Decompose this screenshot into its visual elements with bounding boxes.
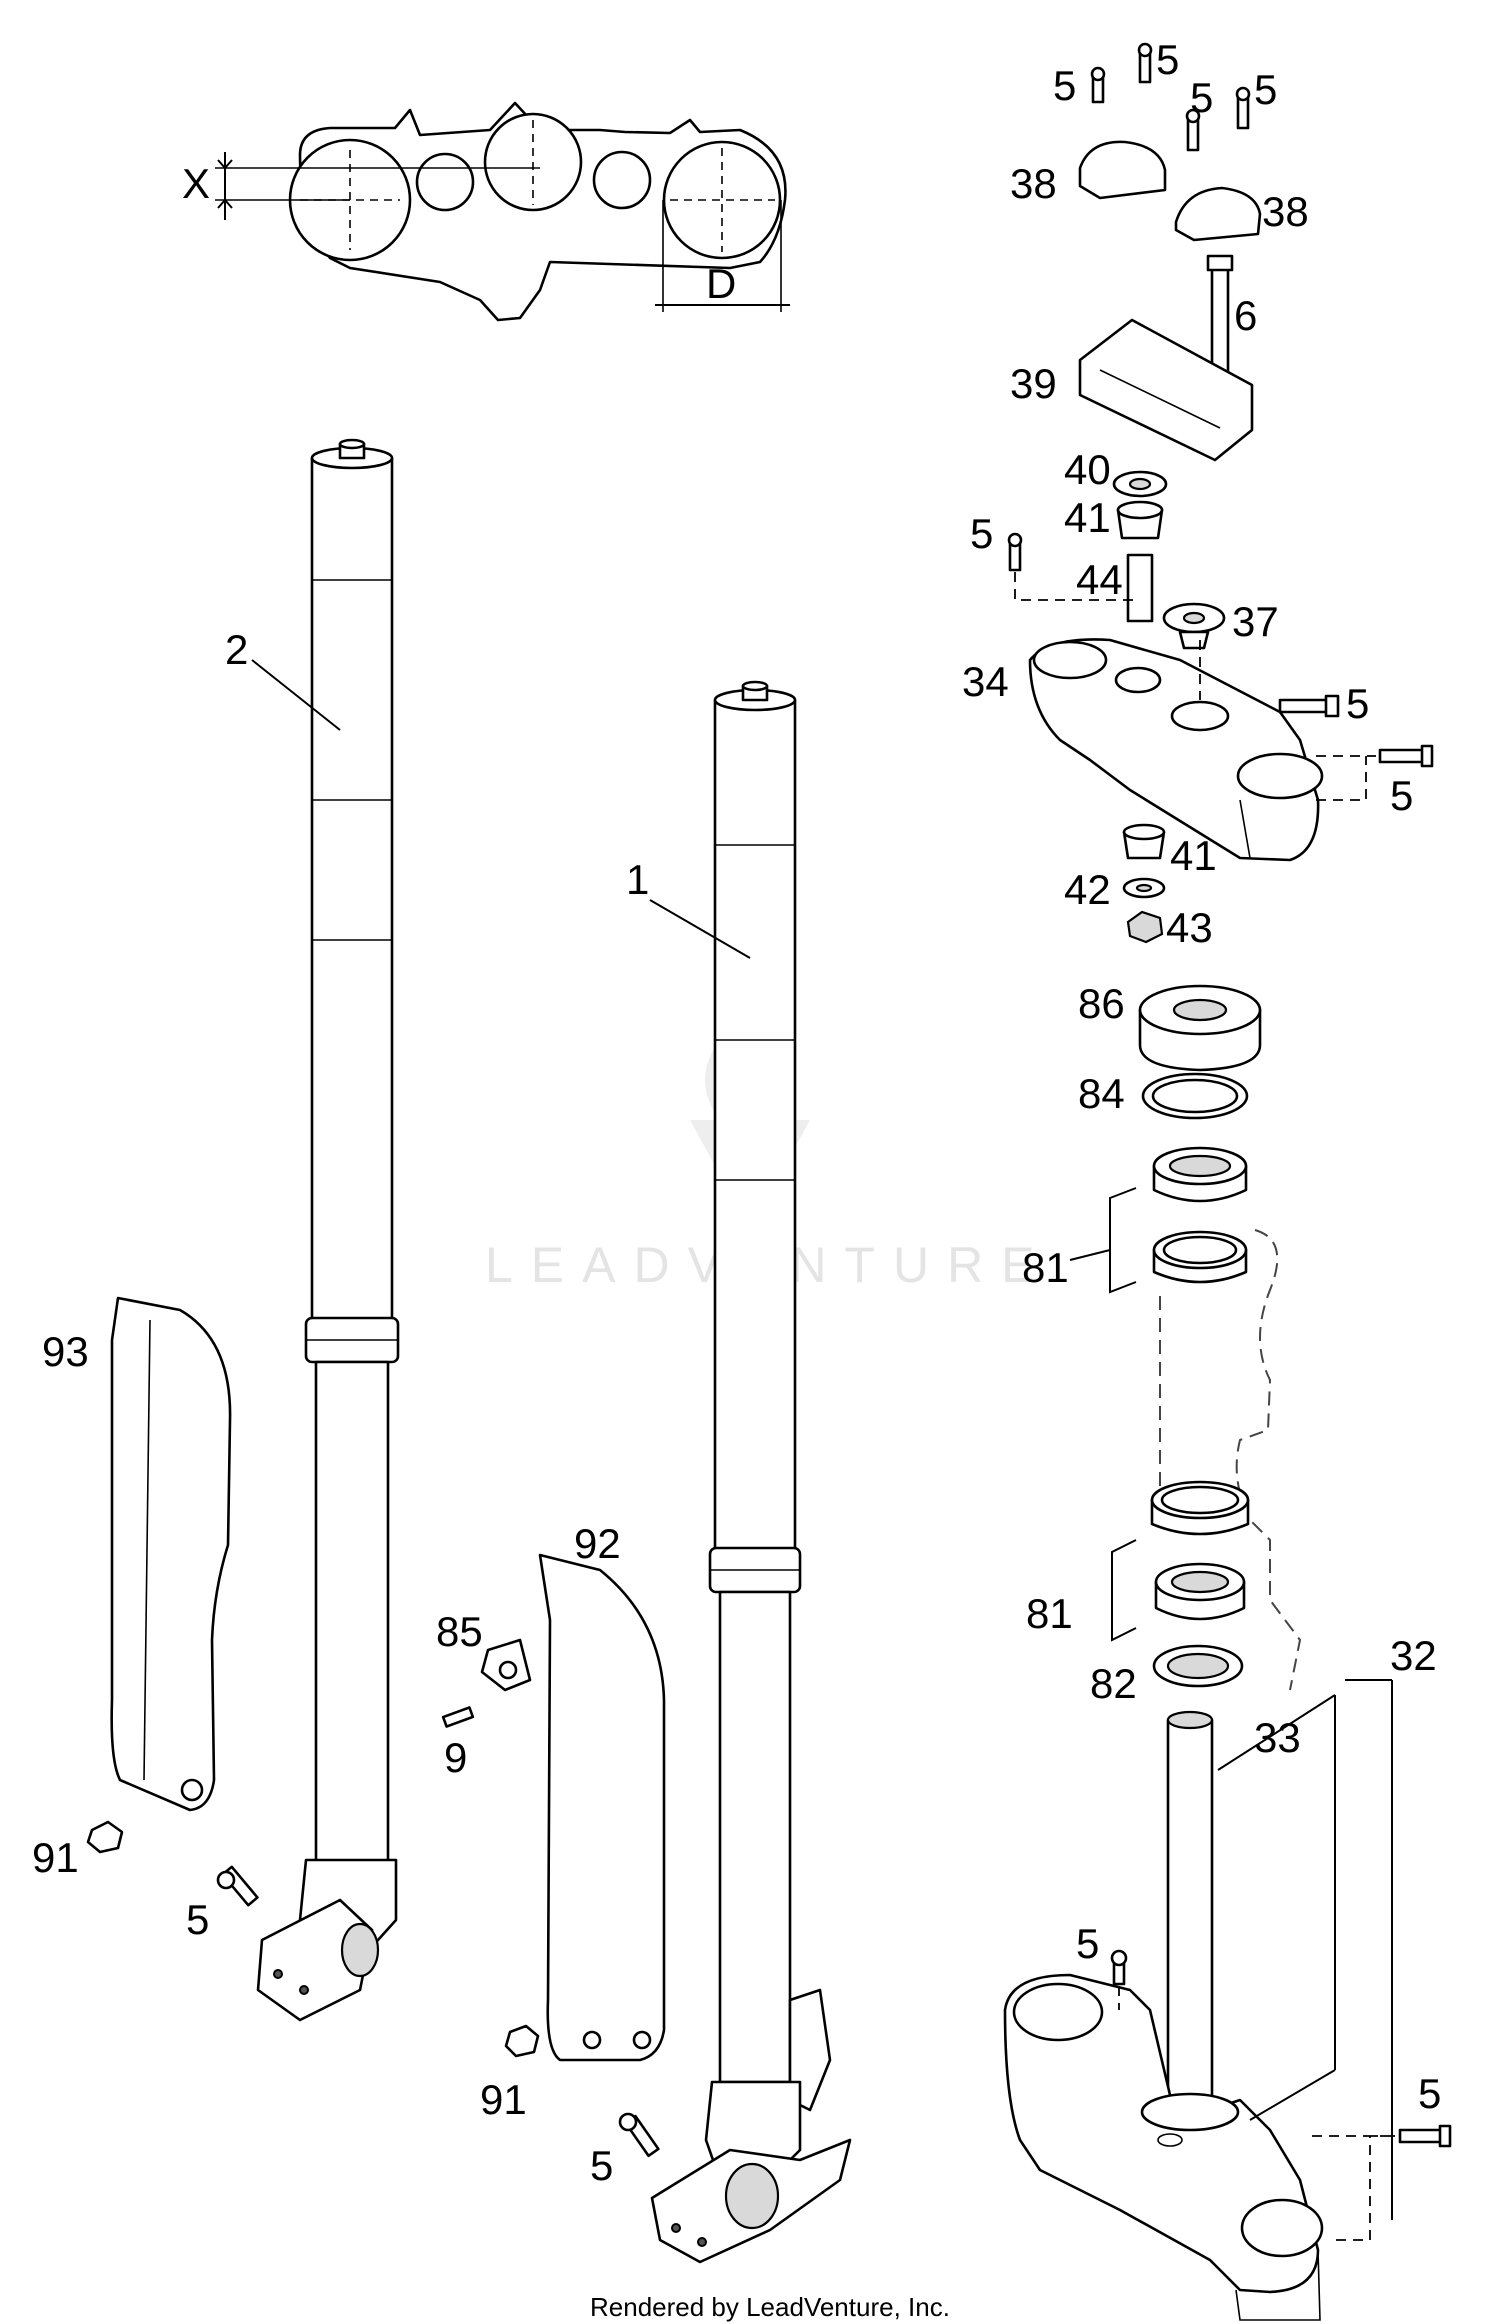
spacer-44 bbox=[1126, 553, 1154, 623]
label-5-top-right-b: 5 bbox=[1254, 66, 1277, 113]
clamp-bolt-6 bbox=[1206, 254, 1234, 377]
bolt-5-clamp-horizontal-a bbox=[1278, 694, 1340, 718]
bolt-5-right-leg bbox=[618, 2112, 660, 2158]
label-6: 6 bbox=[1234, 292, 1257, 339]
label-85: 85 bbox=[436, 1608, 483, 1655]
bolt-5-left-leg bbox=[216, 1865, 259, 1907]
label-5-right-leg: 5 bbox=[590, 2142, 613, 2189]
label-5-left-leg: 5 bbox=[186, 1896, 209, 1943]
clamp-dimension-detail: X D bbox=[182, 101, 790, 322]
handlebar-clamp-base-39 bbox=[1078, 318, 1254, 462]
washer-42 bbox=[1122, 877, 1166, 899]
frame-head-outline bbox=[1159, 1229, 1302, 1691]
label-9: 9 bbox=[444, 1734, 467, 1781]
bolt-5-lower-clamp-horizontal bbox=[1312, 2124, 1452, 2241]
label-93: 93 bbox=[42, 1328, 89, 1375]
label-37: 37 bbox=[1232, 598, 1279, 645]
label-38-left: 38 bbox=[1010, 160, 1057, 207]
callout-labels: 5 5 5 5 38 38 6 39 40 41 5 44 37 34 5 5 … bbox=[32, 36, 1441, 2189]
label-32: 32 bbox=[1390, 1632, 1437, 1679]
seal-ring-82 bbox=[1152, 1644, 1244, 1688]
label-82: 82 bbox=[1090, 1660, 1137, 1707]
label-92: 92 bbox=[574, 1520, 621, 1567]
fork-guard-right bbox=[538, 1553, 666, 2062]
rubber-bushing-40-41 bbox=[1112, 470, 1168, 540]
lower-triple-clamp-32 bbox=[1003, 1973, 1324, 2321]
bolt-5-lower-clamp-vertical bbox=[1110, 1949, 1128, 2010]
label-91-left: 91 bbox=[32, 1834, 79, 1881]
label-d-dimension: D bbox=[706, 260, 736, 307]
nut-37 bbox=[1162, 602, 1226, 650]
label-44: 44 bbox=[1076, 556, 1123, 603]
steering-stem-33 bbox=[1166, 1710, 1214, 2112]
label-41-upper: 41 bbox=[1064, 494, 1111, 541]
bearing-81-upper bbox=[1109, 1146, 1248, 1294]
top-bolts-5 bbox=[1090, 42, 1251, 152]
label-1: 1 bbox=[626, 856, 649, 903]
label-91-right: 91 bbox=[480, 2076, 527, 2123]
upper-triple-clamp-34 bbox=[1028, 638, 1324, 862]
label-43: 43 bbox=[1166, 904, 1213, 951]
label-x-dimension: X bbox=[182, 160, 210, 207]
fork-leg-right bbox=[650, 680, 852, 2264]
bolt-5-upper bbox=[1007, 532, 1140, 601]
bolt-91-left bbox=[86, 1820, 124, 1854]
label-39: 39 bbox=[1010, 360, 1057, 407]
label-41-lower: 41 bbox=[1170, 832, 1217, 879]
fork-leg-left bbox=[256, 438, 400, 2022]
label-81-lower: 81 bbox=[1026, 1590, 1073, 1637]
handlebar-clamp-top-38 bbox=[1078, 140, 1262, 242]
label-81-upper: 81 bbox=[1022, 1244, 1069, 1291]
label-33: 33 bbox=[1254, 1714, 1301, 1761]
bushing-41-lower bbox=[1122, 823, 1166, 860]
label-86: 86 bbox=[1078, 980, 1125, 1027]
bolt-91-right bbox=[504, 2024, 540, 2058]
label-5-lower-clamp-horizontal: 5 bbox=[1418, 2070, 1441, 2117]
label-5-clamp-a: 5 bbox=[1346, 680, 1369, 727]
render-credit: Rendered by LeadVenture, Inc. bbox=[590, 2292, 950, 2322]
label-84: 84 bbox=[1078, 1070, 1125, 1117]
label-5-top-center: 5 bbox=[1156, 36, 1179, 83]
guard-clamp-85 bbox=[480, 1638, 532, 1692]
label-42: 42 bbox=[1064, 866, 1111, 913]
label-5-top-left: 5 bbox=[1053, 62, 1076, 109]
label-34: 34 bbox=[962, 658, 1009, 705]
label-2: 2 bbox=[225, 626, 248, 673]
label-40: 40 bbox=[1064, 446, 1111, 493]
fork-guard-left bbox=[110, 1296, 232, 1812]
label-5-top-right-a: 5 bbox=[1190, 74, 1213, 121]
bolt-9 bbox=[441, 1706, 475, 1728]
nut-43 bbox=[1126, 910, 1164, 944]
label-5-lower-clamp-vertical: 5 bbox=[1076, 1920, 1099, 1967]
bolt-5-clamp-horizontal-b bbox=[1316, 744, 1434, 801]
seal-ring-84 bbox=[1141, 1072, 1249, 1120]
label-5-upper-bolt: 5 bbox=[970, 510, 993, 557]
bearing-81-lower bbox=[1111, 1480, 1250, 1642]
label-38-right: 38 bbox=[1262, 188, 1309, 235]
dust-seal-86 bbox=[1138, 984, 1262, 1072]
leader-lines bbox=[251, 659, 1393, 2220]
label-5-clamp-b: 5 bbox=[1390, 772, 1413, 819]
